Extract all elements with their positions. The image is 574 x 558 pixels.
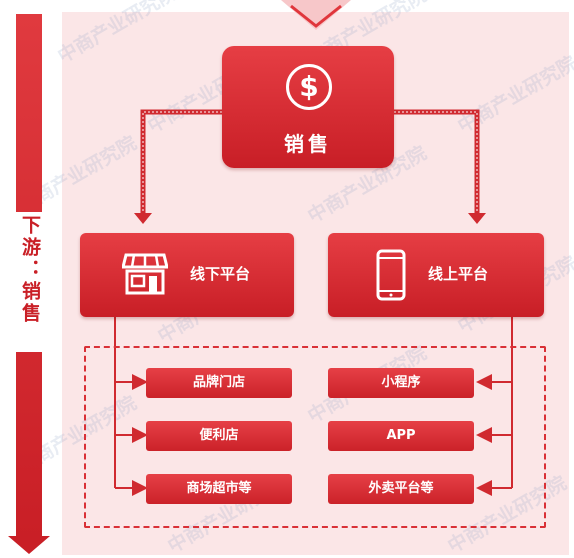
channels-container xyxy=(84,346,546,528)
offline-item: 便利店 xyxy=(146,421,292,451)
store-icon xyxy=(122,253,168,295)
phone-icon xyxy=(376,249,406,301)
sales-node: $ 销售 xyxy=(222,46,394,168)
online-item: APP xyxy=(328,421,474,451)
offline-item: 品牌门店 xyxy=(146,368,292,398)
sales-label: 销售 xyxy=(284,132,332,156)
online-item: 小程序 xyxy=(328,368,474,398)
side-label-background xyxy=(14,212,46,352)
online-platform-node: 线上平台 xyxy=(328,233,544,317)
dollar-icon: $ xyxy=(286,64,332,110)
chevron-down-icon xyxy=(281,0,351,30)
offline-platform-label: 线下平台 xyxy=(190,265,251,283)
flow-arrow-down xyxy=(8,536,50,554)
online-item: 外卖平台等 xyxy=(328,474,474,504)
offline-item: 商场超市等 xyxy=(146,474,292,504)
side-label: 下游：销售 xyxy=(19,215,41,325)
offline-platform-node: 线下平台 xyxy=(80,233,294,317)
online-platform-label: 线上平台 xyxy=(428,265,489,283)
